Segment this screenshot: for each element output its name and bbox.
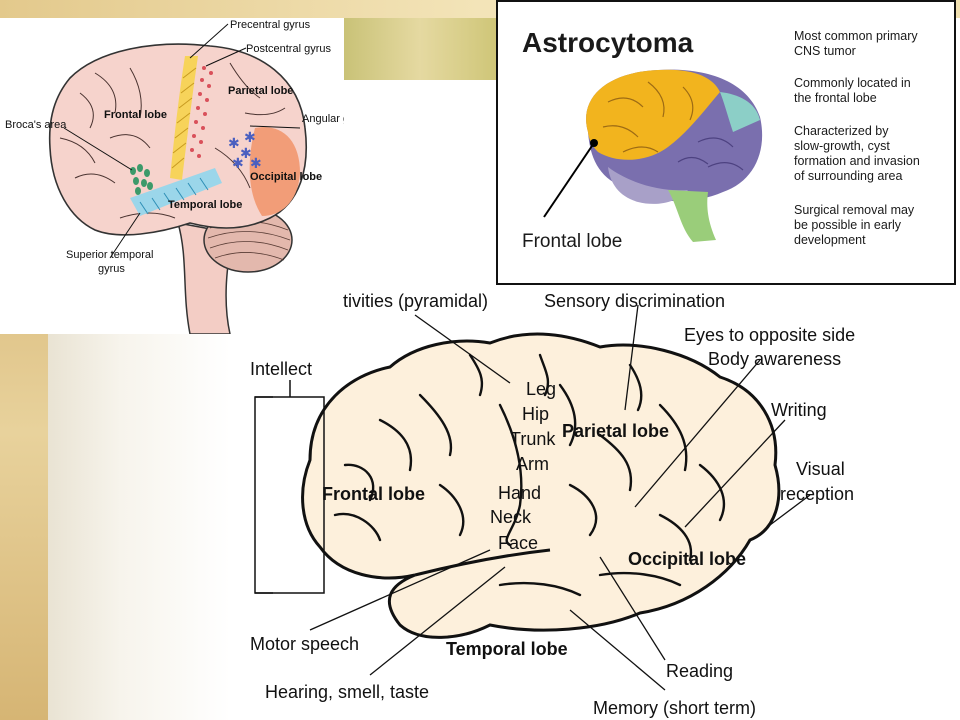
svg-text:✱: ✱ xyxy=(244,129,256,145)
precentral-hatch xyxy=(171,67,197,169)
label-sensory-discrimination: Sensory discrimination xyxy=(544,291,725,311)
svg-text:✱: ✱ xyxy=(240,145,252,161)
brain-areas-diagram: ✱✱✱ ✱✱ Precentral gyrus Postcentral gyru… xyxy=(5,19,370,335)
fact-2-line-2: the frontal lobe xyxy=(794,91,877,105)
frontal-pointer-line xyxy=(543,142,595,218)
label-occipital-lobe-bottom: Occipital lobe xyxy=(628,549,746,569)
occipital-region xyxy=(249,127,300,216)
astrocytoma-title: Astrocytoma xyxy=(522,27,694,58)
label-hip: Hip xyxy=(522,404,549,424)
label-parietal-lobe-bottom: Parietal lobe xyxy=(562,421,669,441)
label-reading: Reading xyxy=(666,661,733,681)
label-temporal-lobe-bottom: Temporal lobe xyxy=(446,639,568,659)
astro-gyri xyxy=(602,81,694,153)
leader-lines-bottom xyxy=(309,304,811,691)
label-occipital-lobe: Occipital lobe xyxy=(250,171,322,183)
fact-1-line-1: Most common primary xyxy=(794,29,918,43)
label-visual: Visual xyxy=(796,459,845,479)
broca-marks xyxy=(130,164,153,195)
fact-4-line-3: development xyxy=(794,233,866,247)
fact-1-line-2: CNS tumor xyxy=(794,44,856,58)
astro-parietal-lobe xyxy=(720,92,760,132)
astro-frontal-label: Frontal lobe xyxy=(522,231,622,252)
fact-3-line-1: Characterized by xyxy=(794,124,889,138)
svg-text:✱: ✱ xyxy=(232,155,244,171)
label-temporal-lobe: Temporal lobe xyxy=(168,199,242,211)
label-parietal-lobe: Parietal lobe xyxy=(228,85,293,97)
label-leg: Leg xyxy=(526,379,556,399)
label-trunk: Trunk xyxy=(510,429,556,449)
label-memory-short-term: Memory (short term) xyxy=(593,698,756,718)
superior-temporal-strip xyxy=(130,168,222,216)
superior-temporal-hatch xyxy=(139,177,209,215)
label-superior-temporal-gyrus: gyrus xyxy=(98,263,125,275)
lateral-sulcus xyxy=(414,548,551,577)
brain-sulci xyxy=(333,353,726,597)
astro-brainstem xyxy=(668,190,716,242)
label-body-awareness: Body awareness xyxy=(708,349,841,369)
brain-functions-diagram: tivities (pyramidal) Sensory discriminat… xyxy=(250,291,855,718)
label-pyramidal: tivities (pyramidal) xyxy=(343,291,488,311)
label-arm: Arm xyxy=(516,454,549,474)
astrocytoma-facts: Most common primary CNS tumor Commonly l… xyxy=(794,29,920,247)
label-face: Face xyxy=(498,533,538,553)
fact-3-line-2: slow-growth, cyst xyxy=(794,139,890,153)
label-frontal-lobe: Frontal lobe xyxy=(104,109,167,121)
astrocytoma-panel: Astrocytoma Frontal lobe Most common pri… xyxy=(496,0,956,285)
intellect-bracket xyxy=(254,396,273,594)
astrocytoma-diagram: Astrocytoma Frontal lobe Most common pri… xyxy=(522,27,920,252)
label-brocas-area: Broca's area xyxy=(5,119,67,131)
astro-temporal-lobe xyxy=(608,167,688,204)
label-reception: reception xyxy=(780,484,854,504)
astro-frontal-lobe xyxy=(586,69,720,160)
gyri-lines xyxy=(59,62,286,219)
label-eyes-opposite-side: Eyes to opposite side xyxy=(684,325,855,345)
angular-gyrus-marks: ✱✱✱ ✱✱ xyxy=(228,129,262,171)
label-motor-speech: Motor speech xyxy=(250,634,359,654)
label-writing: Writing xyxy=(771,400,827,420)
label-precentral-gyrus: Precentral gyrus xyxy=(230,19,311,31)
fact-2-line-1: Commonly located in xyxy=(794,76,911,90)
leader-lines xyxy=(63,23,301,259)
fact-4-line-2: be possible in early xyxy=(794,218,902,232)
svg-text:✱: ✱ xyxy=(250,155,262,171)
postcentral-dots xyxy=(190,66,213,158)
decorative-strip xyxy=(344,18,496,80)
label-angular-gyrus: Angular gyrus xyxy=(302,113,344,125)
brain-outline xyxy=(301,332,781,639)
svg-text:✱: ✱ xyxy=(228,135,240,151)
brain-areas-panel: ✱✱✱ ✱✱ Precentral gyrus Postcentral gyru… xyxy=(0,18,370,335)
label-postcentral-gyrus: Postcentral gyrus xyxy=(246,43,331,55)
fact-4-line-1: Surgical removal may xyxy=(794,203,915,217)
label-hearing-smell-taste: Hearing, smell, taste xyxy=(265,682,429,702)
label-neck: Neck xyxy=(490,507,532,527)
label-hand: Hand xyxy=(498,483,541,503)
label-intellect: Intellect xyxy=(250,359,312,379)
label-superior-temporal: Superior temporal xyxy=(66,249,153,261)
fact-3-line-4: of surrounding area xyxy=(794,169,902,183)
fact-3-line-3: formation and invasion xyxy=(794,154,920,168)
label-frontal-lobe-bottom: Frontal lobe xyxy=(322,484,425,504)
